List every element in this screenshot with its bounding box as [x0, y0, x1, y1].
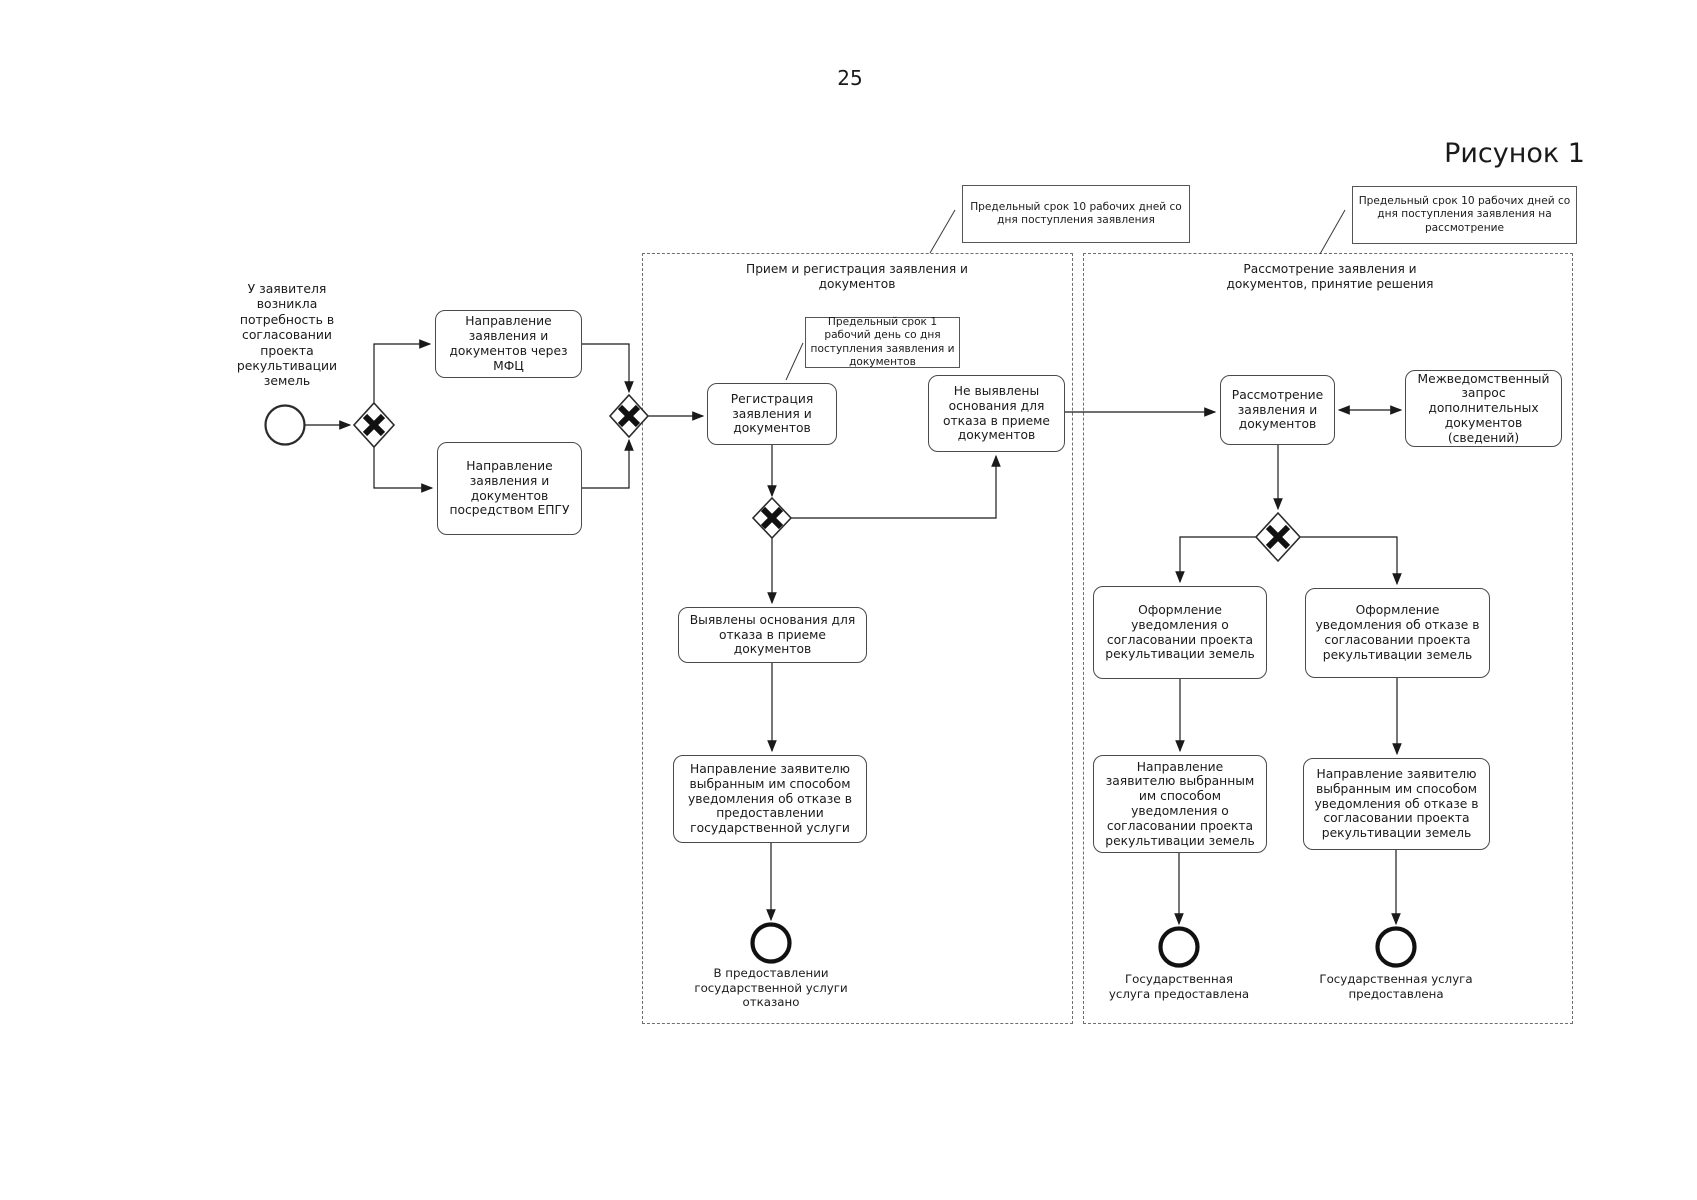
flow-mfc-to-merge — [582, 343, 634, 394]
lane-reception — [642, 253, 1073, 1024]
flow-gateway-to-mfc — [373, 339, 432, 404]
association-reception-term — [929, 209, 956, 254]
annotation-registration-term: Предельный срок 1 рабочий день со дня по… — [805, 316, 960, 368]
gateway-split-channel — [352, 401, 396, 449]
flow-epgu-to-merge — [582, 438, 634, 489]
figure-caption: Рисунок 1 — [1444, 138, 1585, 169]
task-refusal-notice: Оформление уведомления об отказе в согла… — [1305, 588, 1490, 678]
task-grounds-found: Выявлены основания для отказа в приеме д… — [678, 607, 867, 663]
task-review: Рассмотрение заявления и документов — [1220, 375, 1335, 445]
task-epgu: Направление заявления и документов посре… — [437, 442, 582, 535]
end-event-provided-right-label: Государственная услуга предоставлена — [1319, 972, 1473, 1001]
task-registration: Регистрация заявления и документов — [707, 383, 837, 445]
lane-reception-title: Прием и регистрация заявления и документ… — [746, 262, 968, 291]
task-send-approval-notice: Направление заявителю выбранным им спосо… — [1093, 755, 1267, 853]
annotation-review-term: Предельный срок 10 рабочих дней со дня п… — [1352, 186, 1577, 244]
task-interagency-request: Межведомственный запрос дополнительных д… — [1405, 370, 1562, 447]
task-mfc: Направление заявления и документов через… — [435, 310, 582, 378]
start-event-label: У заявителя возникла потребность в согла… — [236, 281, 338, 389]
task-no-grounds: Не выявлены основания для отказа в прием… — [928, 375, 1065, 452]
end-event-refused-label: В предоставлении государственной услуги … — [694, 966, 848, 1010]
end-event-provided-left-label: Государственная услуга предоставлена — [1108, 972, 1250, 1001]
lane-review-title: Рассмотрение заявления и документов, при… — [1226, 262, 1434, 291]
annotation-reception-term: Предельный срок 10 рабочих дней со дня п… — [962, 185, 1190, 243]
task-approval-notice: Оформление уведомления о согласовании пр… — [1093, 586, 1267, 679]
start-event-circle — [264, 404, 306, 446]
association-review-term — [1319, 209, 1346, 255]
page-number: 25 — [837, 66, 863, 90]
task-send-refusal-notice: Направление заявителю выбранным им спосо… — [673, 755, 867, 843]
flow-gateway-to-epgu — [373, 446, 434, 493]
task-send-refusal-notice-review: Направление заявителю выбранным им спосо… — [1303, 758, 1490, 850]
